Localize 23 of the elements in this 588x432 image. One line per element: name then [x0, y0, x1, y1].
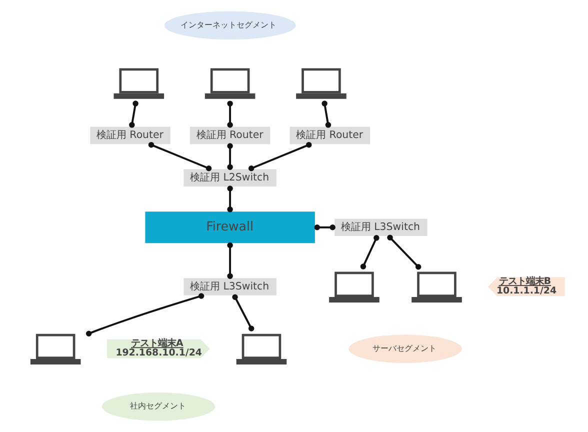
connector — [128, 100, 138, 128]
connector — [386, 234, 421, 270]
connector — [226, 186, 232, 212]
connector — [85, 293, 204, 336]
connector — [226, 143, 232, 170]
connector — [321, 100, 331, 128]
node-box: 検証用 L3Switch — [183, 278, 276, 296]
connector — [314, 224, 335, 230]
node-ellipse: サーバセグメント — [348, 334, 462, 363]
node-ellipse: 社内セグメント — [101, 392, 215, 421]
connector — [360, 235, 379, 270]
node-box: 検証用 L3Switch — [334, 218, 427, 236]
node-box: 検証用 Router — [189, 126, 270, 144]
connector — [232, 294, 254, 332]
node-box: 検証用 Router — [90, 126, 170, 144]
node-ellipse: インターネットセグメント — [164, 11, 296, 40]
connector — [248, 142, 312, 172]
connector — [226, 100, 232, 128]
connector — [148, 142, 212, 172]
node-box: 検証用 L2Switch — [183, 169, 276, 187]
node-box: Firewall — [144, 212, 314, 244]
connector — [226, 242, 232, 279]
node-box: 検証用 Router — [289, 126, 370, 144]
